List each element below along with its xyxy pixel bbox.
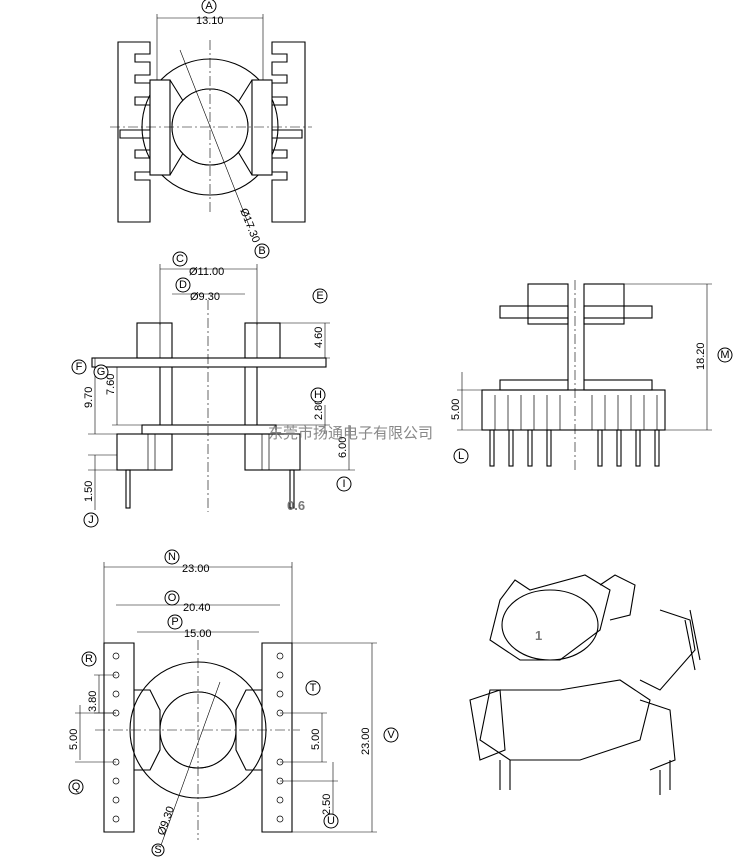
marker-i: I <box>336 476 352 492</box>
dim-a-value: 13.10 <box>196 15 224 27</box>
marker-v: V <box>383 727 399 743</box>
dim-g-value: 7.60 <box>105 374 117 395</box>
dim-q-value: 5.00 <box>68 729 80 750</box>
dim-u-value: 2.50 <box>321 794 333 815</box>
marker-t: T <box>305 680 321 696</box>
svg-text:L: L <box>458 450 464 462</box>
svg-text:B: B <box>258 245 265 257</box>
marker-p: P <box>167 614 183 630</box>
dim-o-value: 20.40 <box>183 602 211 614</box>
svg-text:Q: Q <box>72 781 81 793</box>
dim-n-value: 23.00 <box>182 563 210 575</box>
dim-c-value: Ø11.00 <box>189 266 224 278</box>
marker-r: R <box>81 651 97 667</box>
marker-c: C <box>172 251 188 267</box>
front-view: Ø11.00 Ø9.30 4.60 9.70 7.60 2.80 6.00 1.… <box>83 264 355 513</box>
dim-r-value: 3.80 <box>87 691 99 712</box>
isometric-view: 1 <box>469 574 701 795</box>
dim-f-value: 9.70 <box>83 387 95 408</box>
svg-text:C: C <box>176 253 184 265</box>
marker-m: M <box>717 347 733 363</box>
marker-l: L <box>453 448 469 464</box>
marker-n: N <box>164 549 180 565</box>
top-view: 13.10 Ø17.30 <box>110 14 312 245</box>
pin-diameter-note: 0.6 <box>287 498 305 513</box>
marker-o: O <box>164 590 180 606</box>
svg-text:H: H <box>314 389 322 401</box>
svg-text:D: D <box>179 279 187 291</box>
pin-one-label: 1 <box>535 628 542 643</box>
svg-text:A: A <box>205 0 213 12</box>
dim-t-value: 5.00 <box>310 729 322 750</box>
svg-text:I: I <box>342 478 345 490</box>
dim-e-value: 4.60 <box>313 327 325 348</box>
svg-text:E: E <box>316 290 323 302</box>
svg-text:J: J <box>88 514 94 526</box>
dim-h-value: 2.80 <box>313 399 325 420</box>
svg-text:O: O <box>168 592 177 604</box>
dim-v-value: 23.00 <box>360 727 372 755</box>
svg-text:U: U <box>327 815 335 827</box>
marker-f: F <box>71 359 87 375</box>
marker-j: J <box>83 512 99 528</box>
dim-j-value: 1.50 <box>83 481 95 502</box>
dim-s-value: Ø9.30 <box>156 805 178 837</box>
marker-d: D <box>175 277 191 293</box>
dim-d-value: Ø9.30 <box>190 291 220 303</box>
marker-q: Q <box>68 779 84 795</box>
side-view-pins <box>489 429 660 467</box>
svg-text:N: N <box>168 551 176 563</box>
bottom-view: 23.00 20.40 15.00 3.80 5.00 5.00 2.50 23… <box>68 562 377 849</box>
dim-m-value: 18.20 <box>695 342 707 370</box>
marker-u: U <box>323 813 339 829</box>
side-view-slots <box>494 395 658 430</box>
svg-text:M: M <box>720 349 729 361</box>
marker-a: A <box>201 0 217 14</box>
marker-s: S <box>151 843 165 857</box>
svg-text:R: R <box>85 653 93 665</box>
svg-text:F: F <box>76 361 83 373</box>
dim-l-value: 5.00 <box>450 399 462 420</box>
dim-i-value: 6.00 <box>337 437 349 458</box>
side-view: 18.20 5.00 <box>450 280 712 470</box>
marker-g: G <box>93 364 109 380</box>
svg-text:T: T <box>310 682 317 694</box>
marker-h: H <box>310 387 326 403</box>
dim-b-value: Ø17.30 <box>237 207 262 245</box>
svg-text:V: V <box>387 729 395 741</box>
dim-p-value: 15.00 <box>184 628 212 640</box>
svg-text:G: G <box>97 366 106 378</box>
marker-e: E <box>312 288 328 304</box>
company-watermark: 东莞市扬通电子有限公司 <box>268 424 433 442</box>
marker-b: B <box>254 243 270 259</box>
svg-text:S: S <box>154 844 161 856</box>
svg-text:P: P <box>171 616 178 628</box>
